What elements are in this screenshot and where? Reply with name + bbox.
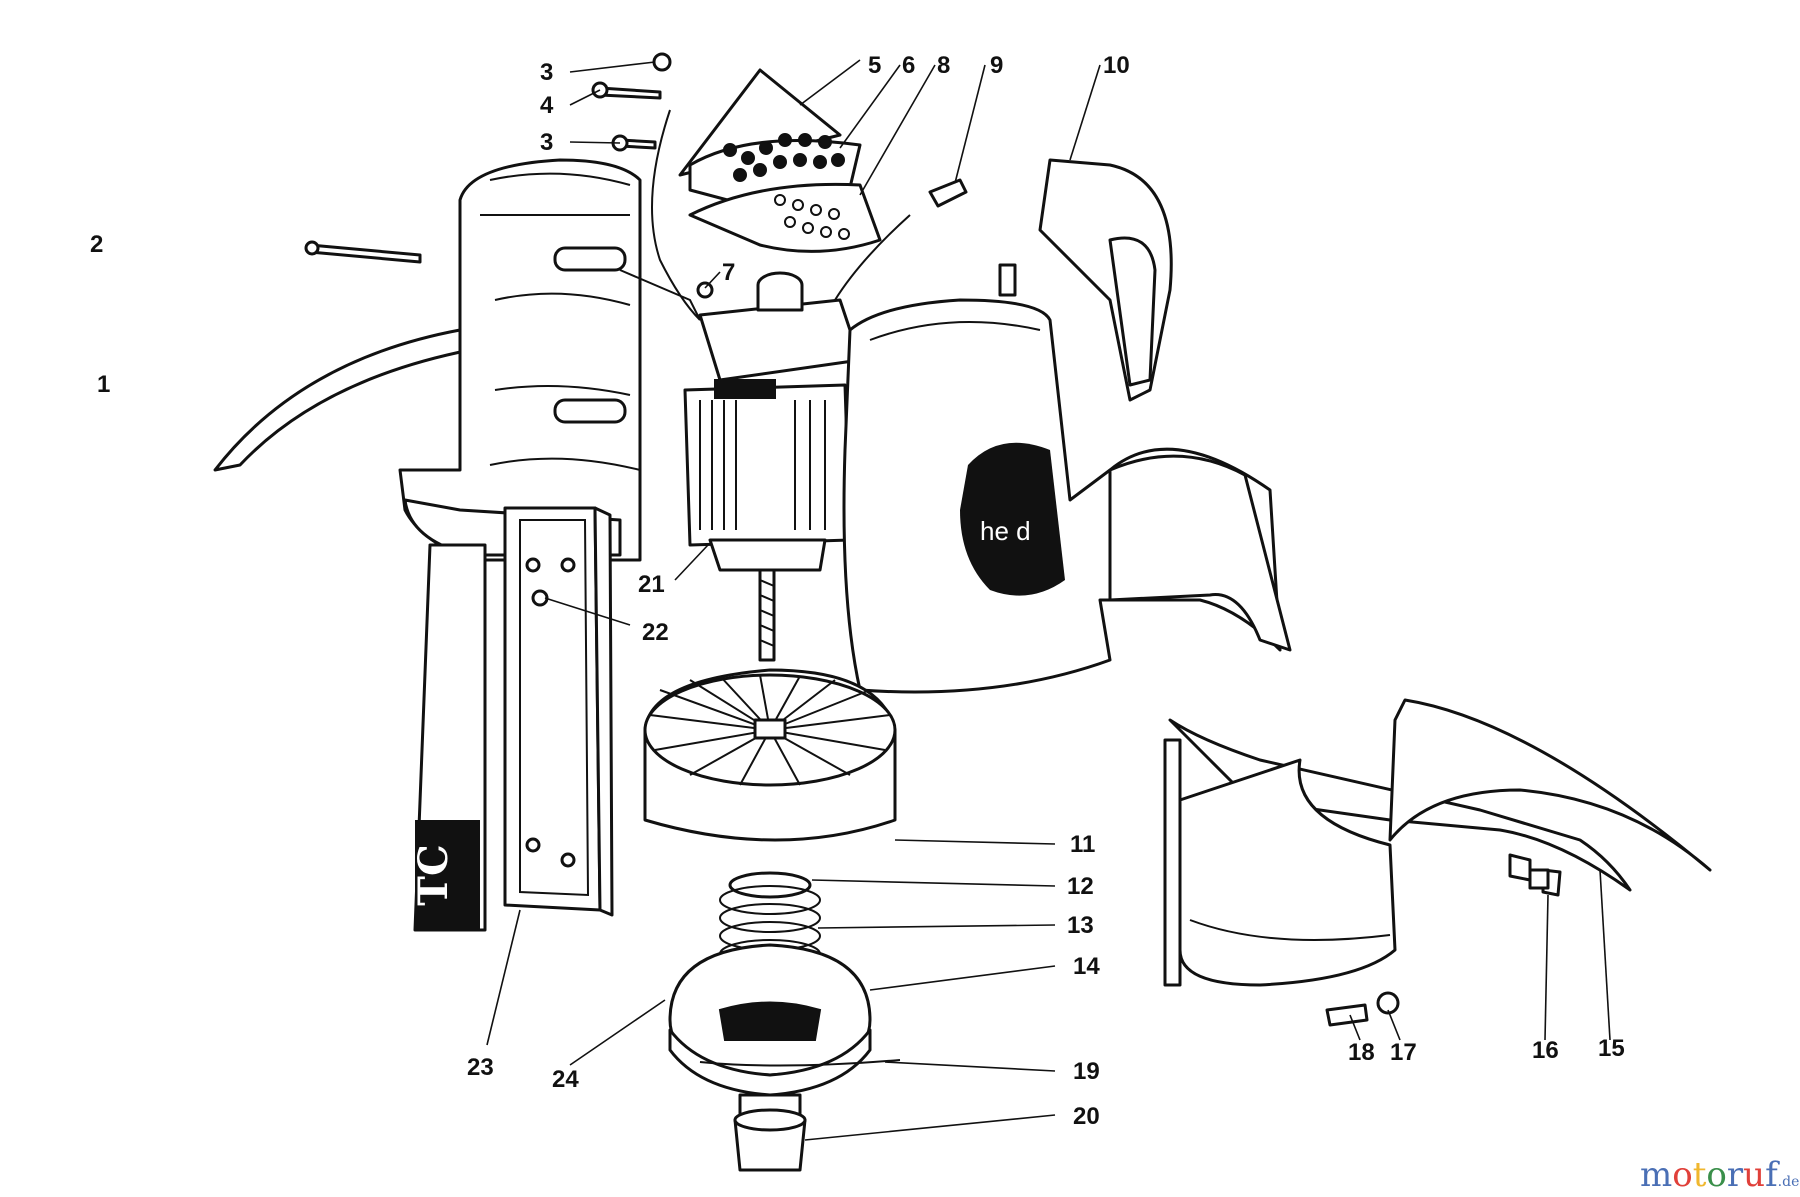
fasteners	[304, 52, 714, 607]
leader-lines	[486, 59, 1611, 1141]
watermark-letter: r	[1727, 1155, 1744, 1195]
panel-logo-block	[415, 820, 480, 930]
callout-10: 10	[1103, 52, 1130, 79]
callout-8: 8	[937, 52, 950, 79]
callout-4: 4	[540, 92, 554, 119]
side-panel-plate: TC	[410, 506, 614, 932]
callout-18: 18	[1348, 1039, 1375, 1066]
watermark-letter: m	[1640, 1155, 1672, 1195]
spool-assembly	[668, 871, 901, 1172]
callout-19: 19	[1073, 1058, 1100, 1085]
guard-assembly	[1163, 698, 1712, 1027]
callout-22: 22	[642, 619, 669, 646]
watermark-letter: o	[1706, 1155, 1726, 1195]
watermark-letter: u	[1743, 1155, 1765, 1195]
watermark-letter: f	[1765, 1155, 1780, 1195]
callout-21: 21	[638, 571, 665, 598]
left-housing-half	[213, 158, 701, 562]
callout-13: 13	[1067, 912, 1094, 939]
callout-5: 5	[868, 52, 881, 79]
callout-17: 17	[1390, 1039, 1417, 1066]
callout-9: 9	[990, 52, 1003, 79]
callout-3-top: 3	[540, 59, 553, 86]
callout-16: 16	[1532, 1037, 1559, 1064]
watermark-logo: motoruf.de	[1640, 1155, 1799, 1195]
callout-7: 7	[722, 259, 735, 286]
callout-14: 14	[1073, 953, 1100, 980]
callout-3-lower: 3	[540, 129, 553, 156]
fan-impeller	[643, 668, 897, 842]
callout-20: 20	[1073, 1103, 1100, 1130]
callout-15: 15	[1598, 1035, 1625, 1062]
panel-logo-text: TC	[410, 844, 457, 906]
callout-6: 6	[902, 52, 915, 79]
callout-24: 24	[552, 1066, 579, 1093]
callouts: 1 2 3 3 4 5 6 7 8 9 10 11 12 13 14 15 16…	[90, 52, 1625, 1130]
motor-assembly	[651, 68, 968, 662]
callout-11: 11	[1070, 831, 1095, 858]
callout-12: 12	[1067, 873, 1094, 900]
filter-holes	[723, 133, 845, 182]
watermark-letter: o	[1672, 1155, 1692, 1195]
right-housing-half: he d	[842, 158, 1292, 694]
grille-holes	[774, 194, 850, 240]
housing-dark-window	[960, 442, 1065, 596]
motor-windings	[699, 400, 826, 530]
watermark-letter: t	[1693, 1155, 1707, 1195]
watermark-suffix: .de	[1778, 1174, 1800, 1190]
housing-window-text: he d	[980, 516, 1031, 546]
callout-2: 2	[90, 231, 103, 258]
callout-23: 23	[467, 1054, 494, 1081]
callout-1: 1	[97, 371, 110, 398]
